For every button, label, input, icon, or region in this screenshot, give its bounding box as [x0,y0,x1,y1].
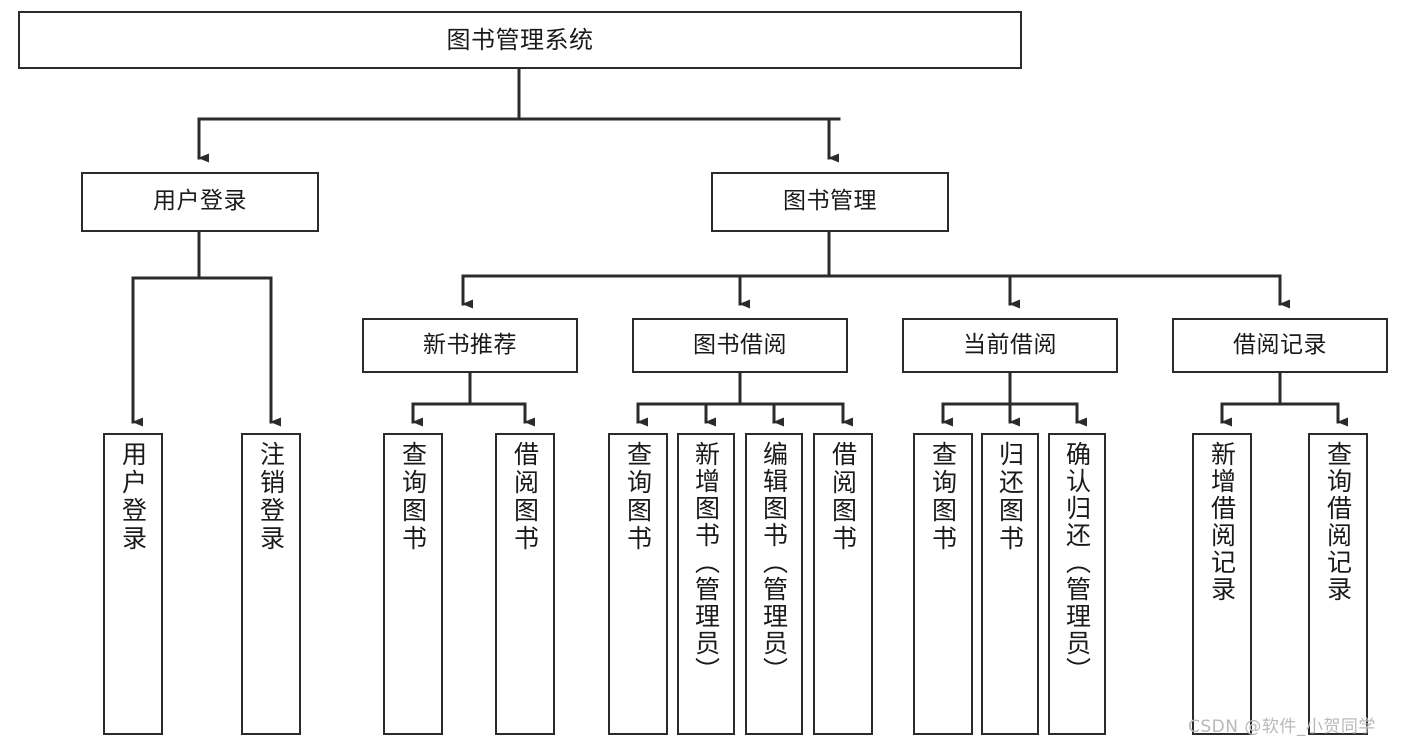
node-book-management[interactable]: 图书管理 [711,172,949,232]
node-current-borrow[interactable]: 当前借阅 [902,318,1118,373]
csdn-watermark: CSDN @软件_小贺同学 [1188,717,1376,737]
node-label: 查询图书 [623,441,653,553]
node-leaf-logout-login[interactable]: 注销登录 [241,433,301,735]
node-leaf-borrow-book-2[interactable]: 借阅图书 [813,433,873,735]
node-label: 当前借阅 [963,331,1057,358]
node-book-borrow[interactable]: 图书借阅 [632,318,848,373]
node-new-book-recommend[interactable]: 新书推荐 [362,318,578,373]
node-leaf-query-book-2[interactable]: 查询图书 [608,433,668,735]
node-label: 查询图书 [928,441,958,553]
node-leaf-add-book[interactable]: 新增图书（管理员） [677,433,735,735]
node-label: 借阅图书 [510,441,540,553]
node-label: 确认归还（管理员） [1062,441,1092,684]
node-label: 编辑图书（管理员） [759,441,789,684]
node-leaf-query-book-3[interactable]: 查询图书 [913,433,973,735]
node-leaf-borrow-book-1[interactable]: 借阅图书 [495,433,555,735]
node-borrow-record[interactable]: 借阅记录 [1172,318,1388,373]
node-label: 图书管理系统 [446,25,594,54]
node-label: 借阅图书 [828,441,858,553]
node-leaf-add-record[interactable]: 新增借阅记录 [1192,433,1252,735]
node-leaf-query-record[interactable]: 查询借阅记录 [1308,433,1368,735]
node-label: 查询借阅记录 [1323,441,1353,603]
node-label: 新增图书（管理员） [691,441,721,684]
node-leaf-confirm-return[interactable]: 确认归还（管理员） [1048,433,1106,735]
node-root-book-management-system[interactable]: 图书管理系统 [18,11,1022,69]
node-label: 图书借阅 [693,331,787,358]
node-label: 借阅记录 [1233,331,1327,358]
node-label: 用户登录 [153,188,247,215]
node-label: 注销登录 [256,441,286,553]
node-user-login[interactable]: 用户登录 [81,172,319,232]
node-label: 新书推荐 [423,331,517,358]
node-label: 查询图书 [398,441,428,553]
node-leaf-edit-book[interactable]: 编辑图书（管理员） [745,433,803,735]
node-label: 用户登录 [118,441,148,553]
node-label: 归还图书 [995,441,1025,553]
node-label: 新增借阅记录 [1207,441,1237,603]
node-leaf-user-login[interactable]: 用户登录 [103,433,163,735]
node-label: 图书管理 [783,188,877,215]
node-leaf-return-book[interactable]: 归还图书 [981,433,1039,735]
node-leaf-query-book-1[interactable]: 查询图书 [383,433,443,735]
